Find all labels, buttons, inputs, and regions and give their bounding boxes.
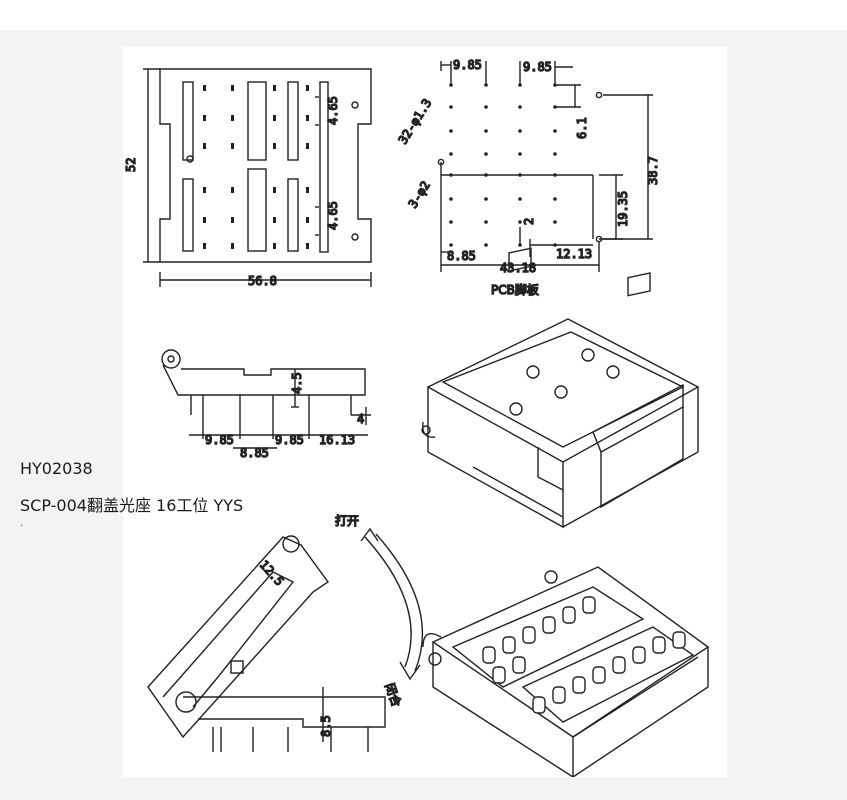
pcb-pitch-right-dim: 9.85 bbox=[523, 60, 552, 74]
iso-open-view bbox=[422, 566, 710, 777]
pcb-small-hole-spec: 32-φ1.3 bbox=[396, 96, 435, 146]
top-view-width-dim: 56.8 bbox=[248, 274, 277, 288]
open-view-angle-dim: 12.5 bbox=[257, 558, 287, 589]
top-view bbox=[143, 68, 372, 287]
side-view bbox=[161, 349, 371, 449]
pcb-gap-small-dim: 2 bbox=[522, 218, 536, 225]
side-view-pitch-b-dim: 9.85 bbox=[275, 433, 304, 447]
side-view-pin-length-dim: 4 bbox=[357, 412, 364, 426]
caption-dot: . bbox=[20, 518, 24, 529]
pcb-offset-left-dim: 8.85 bbox=[447, 249, 476, 263]
technical-drawing: 52 56.8 4.65 4.65 bbox=[123, 47, 727, 777]
pcb-label: PCB脚板 bbox=[491, 282, 539, 297]
top-view-slot-dim-top: 4.65 bbox=[326, 96, 340, 125]
product-description: SCP-004翻盖光座 16工位 YYS bbox=[20, 496, 244, 515]
pcb-offset-top-dim: 6.1 bbox=[575, 117, 589, 139]
open-view-height-dim: 8.5 bbox=[319, 715, 333, 737]
top-view-slot-dim-bottom: 4.65 bbox=[326, 201, 340, 230]
open-label: 打开 bbox=[335, 514, 359, 528]
pcb-height-lower-dim: 19.35 bbox=[616, 191, 630, 227]
pcb-height-total-dim: 38.7 bbox=[646, 156, 660, 185]
pcb-offset-bottom-dim: 12.13 bbox=[556, 247, 592, 261]
pcb-large-hole-spec: 3-φ2 bbox=[406, 179, 433, 211]
pcb-layout bbox=[437, 61, 653, 272]
side-view-height-dim: 4.5 bbox=[290, 372, 304, 394]
side-view-pitch-c-dim: 16.13 bbox=[319, 433, 355, 447]
side-view-pitch-a-dim: 9.85 bbox=[205, 433, 234, 447]
pcb-pitch-left-dim: 9.85 bbox=[453, 58, 482, 72]
iso-closed-view bbox=[421, 247, 700, 529]
top-view-height-dim: 52 bbox=[124, 158, 138, 172]
product-code: HY02038 bbox=[20, 459, 93, 478]
open-view bbox=[147, 527, 424, 752]
side-view-pitch-d-dim: 8.85 bbox=[240, 446, 269, 460]
